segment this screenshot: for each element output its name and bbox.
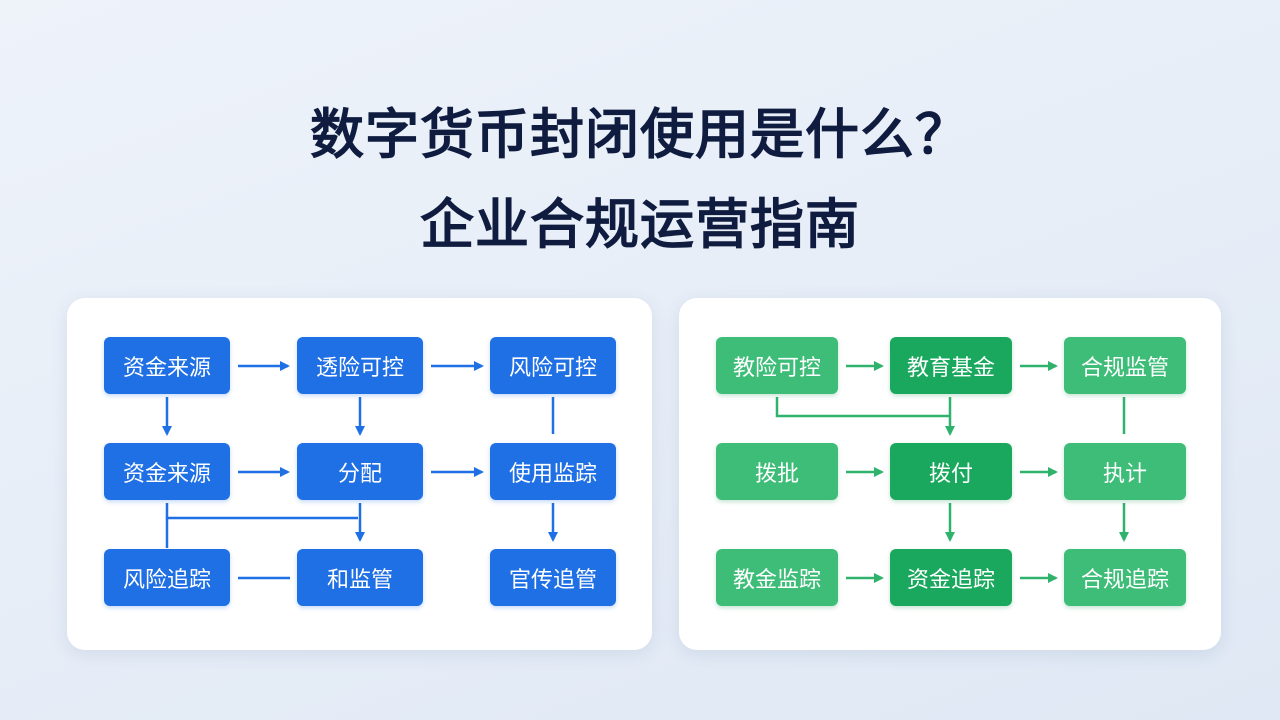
left-node-r1c1: 资金来源 xyxy=(104,337,230,394)
right-node-r2c2: 拨付 xyxy=(890,443,1012,500)
left-node-r3c1: 风险追踪 xyxy=(104,549,230,606)
left-node-r2c1: 资金来源 xyxy=(104,443,230,500)
right-node-r1c3: 合规监管 xyxy=(1064,337,1186,394)
page-title-line2: 企业合规运营指南 xyxy=(420,193,860,256)
right-node-r1c1: 教险可控 xyxy=(716,337,838,394)
left-node-r2c3: 使用监踪 xyxy=(490,443,616,500)
left-node-r1c3: 风险可控 xyxy=(490,337,616,394)
right-node-r3c1: 教金监踪 xyxy=(716,549,838,606)
page-title-line1: 数字货币封闭使用是什么？ xyxy=(310,103,970,166)
left-node-r1c2: 透险可控 xyxy=(297,337,423,394)
left-node-r3c3: 官传追管 xyxy=(490,549,616,606)
right-node-r3c2: 资金追踪 xyxy=(890,549,1012,606)
left-node-r2c2: 分配 xyxy=(297,443,423,500)
right-node-r3c3: 合规追踪 xyxy=(1064,549,1186,606)
right-node-r2c3: 执计 xyxy=(1064,443,1186,500)
left-node-r3c2: 和监管 xyxy=(297,549,423,606)
right-node-r1c2: 教育基金 xyxy=(890,337,1012,394)
right-node-r2c1: 拨批 xyxy=(716,443,838,500)
